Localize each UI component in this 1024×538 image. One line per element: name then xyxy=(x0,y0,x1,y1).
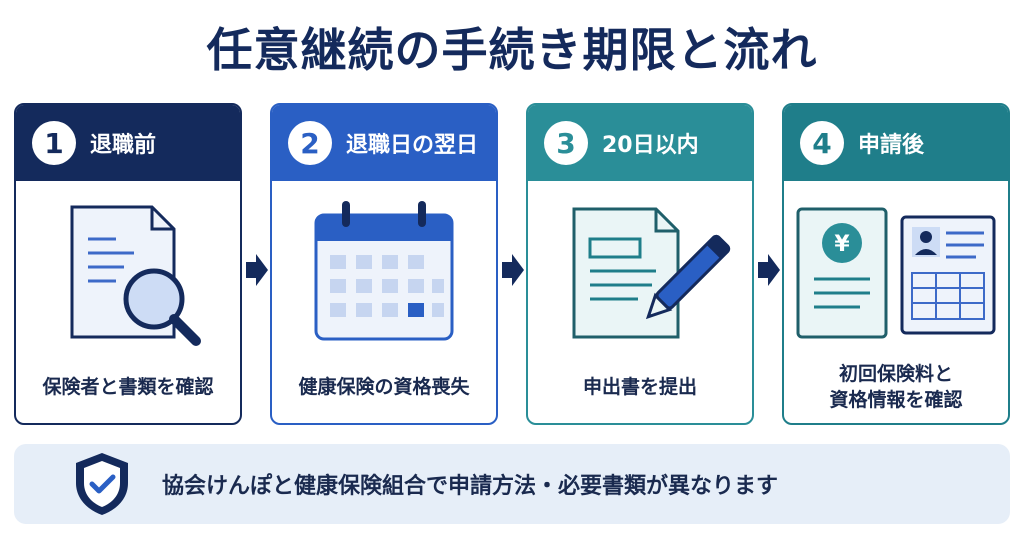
step-description-2: 健康保険の資格喪失 xyxy=(298,376,470,399)
step-card-2: 2 退職日の翌日 健康保険の資格喪失 xyxy=(270,103,498,425)
document-pen-icon xyxy=(572,207,731,339)
note-banner: 協会けんぽと健康保険組合で申請方法・必要書類が異なります xyxy=(14,444,1010,524)
step-label-2: 退職日の翌日 xyxy=(346,133,479,158)
note-text: 協会けんぽと健康保険組合で申請方法・必要書類が異なります xyxy=(162,474,779,499)
step-description-1: 保険者と書類を確認 xyxy=(42,376,214,399)
step-description-4: 初回保険料と 資格情報を確認 xyxy=(829,363,963,411)
step-header-3: 3 20日以内 xyxy=(528,105,752,181)
calendar-icon xyxy=(314,201,454,341)
step-card-3: 3 20日以内 申出書を提出 xyxy=(526,103,754,425)
arrow-right-icon xyxy=(246,254,268,286)
document-search-icon xyxy=(70,205,201,346)
yen-document-and-id-card-icon: ¥ xyxy=(796,207,996,339)
step-description-3: 申出書を提出 xyxy=(582,376,697,399)
step-number-3: 3 xyxy=(544,121,588,165)
svg-text:¥: ¥ xyxy=(834,232,850,257)
step-header-1: 1 退職前 xyxy=(16,105,240,181)
step-card-1: 1 退職前 保険者と書類を確認 xyxy=(14,103,242,425)
shield-check-icon xyxy=(76,453,128,515)
step-label-1: 退職前 xyxy=(90,133,157,158)
step-number-1: 1 xyxy=(32,121,76,165)
step-card-4: 4 申請後 ¥ 初回保険料と 資格情報を確認 xyxy=(782,103,1010,425)
arrow-right-icon xyxy=(758,254,780,286)
step-label-4: 申請後 xyxy=(858,133,925,158)
page-title: 任意継続の手続き期限と流れ xyxy=(206,23,818,77)
step-number-4: 4 xyxy=(800,121,844,165)
step-header-2: 2 退職日の翌日 xyxy=(272,105,496,181)
step-header-4: 4 申請後 xyxy=(784,105,1008,181)
step-label-3: 20日以内 xyxy=(602,133,699,158)
step-number-2: 2 xyxy=(288,121,332,165)
arrow-right-icon xyxy=(502,254,524,286)
